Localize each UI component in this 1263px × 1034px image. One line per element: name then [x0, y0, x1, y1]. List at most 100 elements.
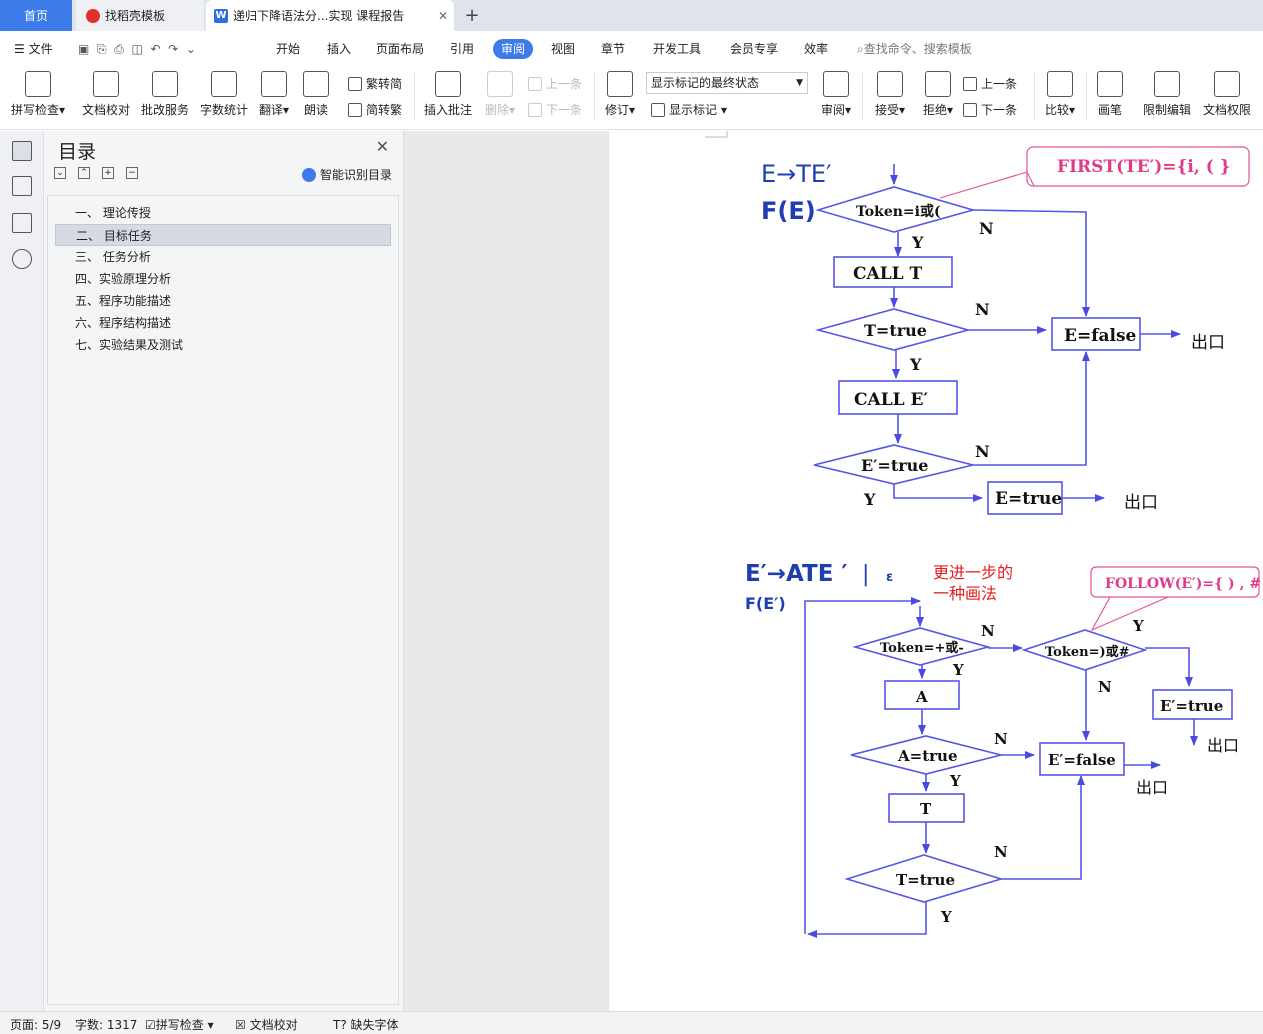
search-icon: ⌕: [857, 42, 864, 56]
page-indicator[interactable]: 页面: 5/9: [10, 1018, 62, 1032]
reject-icon: [925, 71, 951, 97]
menu-devtools[interactable]: 开发工具: [653, 42, 702, 56]
show-markup-button[interactable]: 显示标记▾: [651, 101, 727, 118]
prev-comment-button[interactable]: 上一条: [528, 75, 582, 92]
expand-one-icon[interactable]: ⌃: [78, 167, 90, 179]
customize-chevron-icon[interactable]: ⌄: [185, 42, 196, 56]
insert-comment-button[interactable]: 插入批注: [418, 71, 478, 118]
decision-token-plus: [852, 627, 992, 666]
expand-all-icon[interactable]: +: [102, 167, 114, 179]
menu-insert[interactable]: 插入: [327, 42, 352, 56]
file-menu[interactable]: ☰ 文件: [14, 39, 53, 59]
spell-check-label: 拼写检查: [10, 103, 59, 117]
markup-state-select[interactable]: 显示标记的最终状态▼: [646, 72, 808, 94]
menu-chapter[interactable]: 章节: [601, 42, 626, 56]
menu-start[interactable]: 开始: [276, 42, 301, 56]
yes-label: Y: [940, 908, 952, 926]
pen-button[interactable]: 画笔: [1080, 71, 1140, 118]
print-preview-icon[interactable]: ◫: [131, 42, 143, 56]
menu-layout[interactable]: 页面布局: [376, 42, 425, 56]
menu-efficiency[interactable]: 效率: [804, 42, 829, 56]
trad-to-simp-button[interactable]: 繁转简: [348, 75, 402, 92]
toc-item[interactable]: 四、实验原理分析: [75, 272, 172, 286]
menu-references[interactable]: 引用: [450, 42, 475, 56]
toc-panel-icon[interactable]: [12, 141, 32, 161]
undo-icon[interactable]: ↶: [150, 42, 161, 56]
menu-review[interactable]: 审阅: [493, 39, 534, 59]
simp-to-trad-button[interactable]: 简转繁: [348, 101, 402, 118]
accept-button[interactable]: 接受▾: [860, 71, 920, 118]
word-count-button[interactable]: 字数统计: [194, 71, 254, 118]
toc-item[interactable]: 六、程序结构描述: [75, 316, 172, 330]
lock-document-icon: [1154, 71, 1180, 97]
proofread-label: 文档校对: [81, 103, 130, 117]
bookmark-icon[interactable]: [12, 213, 32, 233]
collapse-one-icon[interactable]: ⌄: [54, 167, 66, 179]
next-change-button[interactable]: 下一条: [963, 101, 1017, 118]
read-aloud-button[interactable]: 朗读: [286, 71, 346, 118]
toc-item[interactable]: 七、实验结果及测试: [75, 338, 184, 352]
export-pdf-icon[interactable]: ⎘: [96, 42, 107, 56]
toc-item[interactable]: 一、 理论传授: [75, 206, 151, 220]
document-page[interactable]: E→TE′ F(E) Token=i或( CALL T T=true CALL …: [609, 131, 1263, 1011]
status-spell-check[interactable]: ☑拼写检查 ▾: [145, 1018, 214, 1032]
spell-check-button[interactable]: 拼写检查▾: [8, 71, 68, 118]
review-ribbon: 拼写检查▾ 文档校对 批改服务 字数统计 翻译▾ 朗读 繁转简 简转繁 插入批注…: [0, 67, 1263, 130]
word-count[interactable]: 字数: 1317: [75, 1018, 138, 1032]
tab-template[interactable]: 找稻壳模板: [76, 0, 204, 31]
decision-token-rparen-label: Token=)或#: [1045, 644, 1130, 660]
proofread-button[interactable]: 文档校对: [76, 71, 136, 118]
review-service-button[interactable]: 批改服务: [135, 71, 195, 118]
file-menu-label: 文件: [28, 42, 53, 56]
decision-token-rparen: [1021, 629, 1148, 671]
yes-label: Y: [1132, 617, 1144, 635]
missing-font[interactable]: T? 缺失字体: [333, 1016, 399, 1033]
prev-change-button[interactable]: 上一条: [963, 75, 1017, 92]
no-label: N: [1098, 678, 1112, 696]
toc-item[interactable]: 五、程序功能描述: [75, 294, 172, 308]
writer-doc-icon: W: [214, 8, 228, 23]
search-icon[interactable]: [12, 249, 32, 269]
next-comment-button[interactable]: 下一条: [528, 101, 582, 118]
save-icon[interactable]: ▣: [78, 42, 90, 56]
box-e-true: [987, 481, 1063, 515]
status-proofread-label: 文档校对: [249, 1018, 298, 1032]
delete-comment-button[interactable]: 删除▾: [470, 71, 530, 118]
chapter-nav-icon[interactable]: [12, 176, 32, 196]
decision-e-prime-true-label: E′=true: [861, 456, 928, 475]
review-pane-button[interactable]: 审阅▾: [806, 71, 866, 118]
tab-home[interactable]: 首页: [0, 0, 72, 31]
restrict-editing-button[interactable]: 限制编辑: [1137, 71, 1197, 118]
smart-toc-button[interactable]: 智能识别目录: [302, 166, 392, 183]
smart-recognize-icon: [302, 167, 316, 182]
box-e-prime-true-label: E′=true: [1160, 697, 1223, 715]
next-change-label: 下一条: [981, 103, 1018, 117]
redo-icon[interactable]: ↷: [168, 42, 179, 56]
status-proofread[interactable]: ☒ 文档校对: [235, 1016, 298, 1033]
restrict-editing-label: 限制编辑: [1142, 103, 1191, 117]
pen-label: 画笔: [1097, 103, 1122, 117]
menu-bar: ☰ 文件 ▣ ⎘ ⎙ ◫ ↶ ↷ ⌄ 开始 插入 页面布局 引用 审阅 视图 章…: [0, 31, 1263, 67]
menu-view[interactable]: 视图: [551, 42, 576, 56]
toc-item-selected[interactable]: 二、 目标任务: [55, 224, 391, 246]
epsilon-label: ε: [886, 570, 893, 585]
word-count-icon: [211, 71, 237, 97]
toc-item[interactable]: 三、 任务分析: [75, 250, 151, 264]
collapse-all-icon[interactable]: −: [126, 167, 138, 179]
decision-t-true-label: T=true: [864, 321, 927, 340]
reject-button[interactable]: 拒绝▾: [908, 71, 968, 118]
tab-close-icon[interactable]: ✕: [437, 8, 448, 23]
print-icon[interactable]: ⎙: [114, 42, 124, 56]
document-permission-icon: [1214, 71, 1240, 97]
track-changes-button[interactable]: 修订▾: [590, 71, 650, 118]
new-tab-plus-icon[interactable]: +: [464, 5, 480, 26]
close-icon[interactable]: ✕: [375, 137, 389, 156]
document-permission-button[interactable]: 文档权限: [1197, 71, 1257, 118]
compare-button[interactable]: 比较▾: [1030, 71, 1090, 118]
tab-document[interactable]: W 递归下降语法分...实现 课程报告 ✕: [206, 0, 454, 31]
command-search[interactable]: ⌕查找命令、搜索模板: [857, 39, 972, 59]
menu-member[interactable]: 会员专享: [730, 42, 779, 56]
show-markup-label: 显示标记: [669, 103, 718, 117]
yes-label: Y: [863, 490, 876, 509]
translate-button[interactable]: 翻译▾: [244, 71, 304, 118]
